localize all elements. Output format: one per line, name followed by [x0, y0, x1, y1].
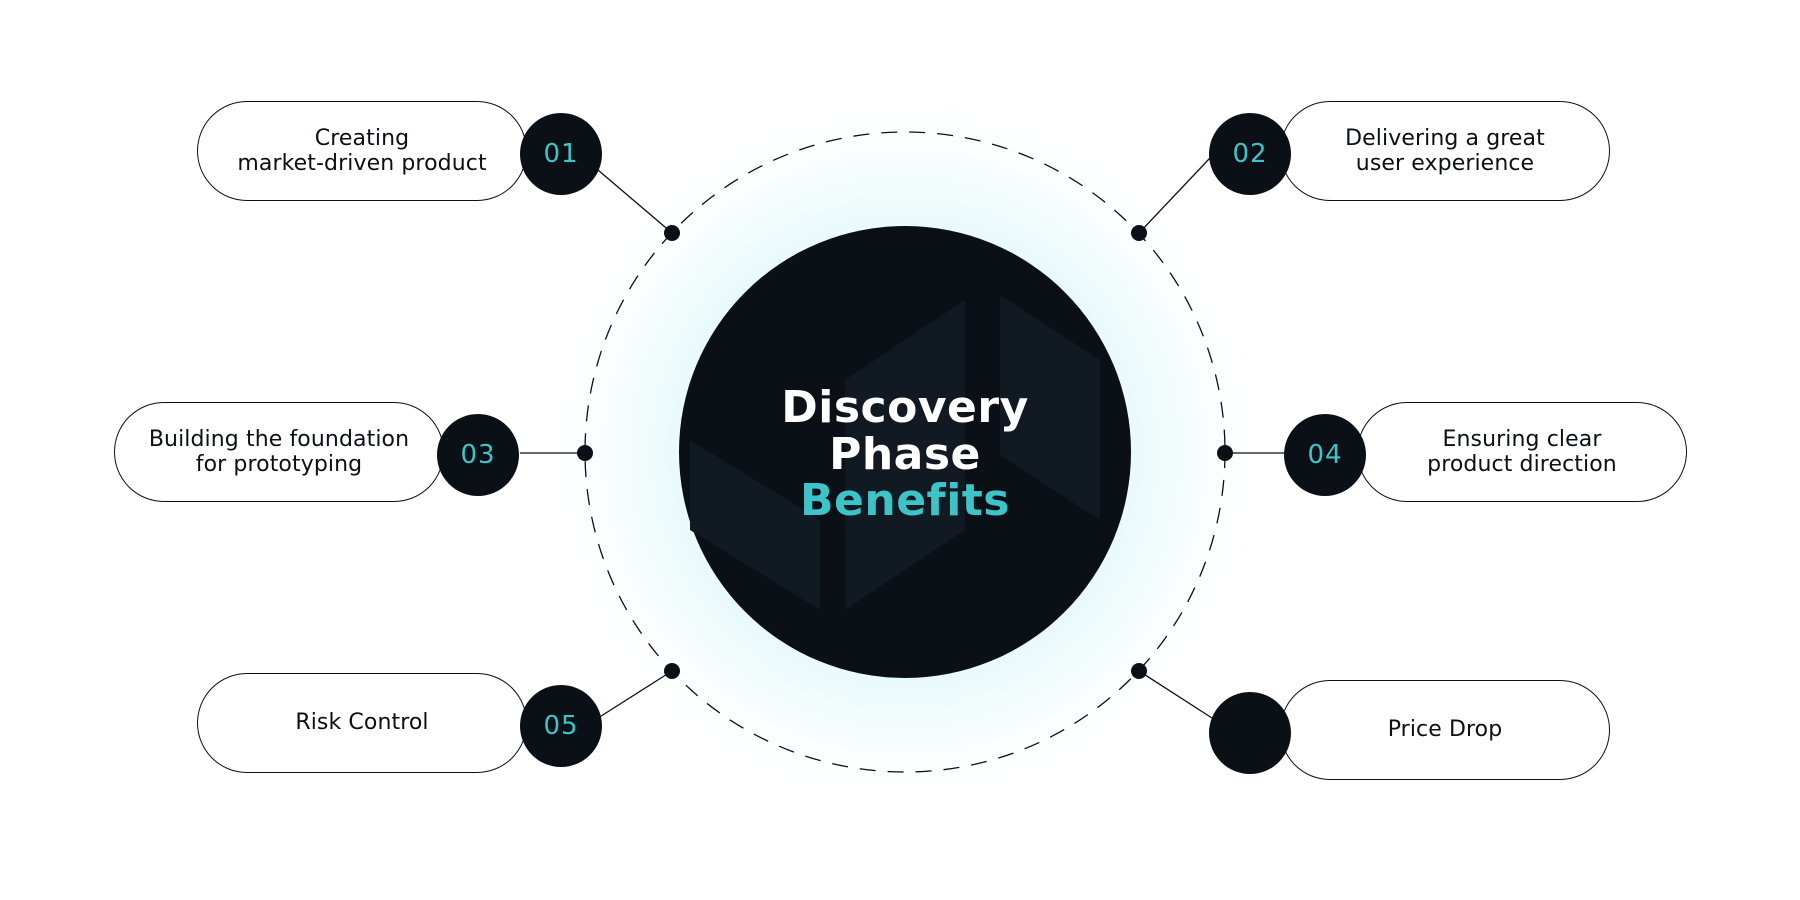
center-title-line3: Benefits [800, 475, 1010, 527]
benefit-number-05: 05 [520, 685, 602, 767]
benefit-01-line1: Creating [314, 125, 410, 151]
benefit-card-06: Price Drop [1280, 680, 1610, 780]
center-title-line1: Discovery [781, 382, 1029, 433]
connector-dot-05 [664, 663, 680, 679]
benefit-number-06 [1209, 692, 1291, 774]
benefit-06-line1: Price Drop [1387, 717, 1503, 743]
connector-06 [1138, 670, 1213, 719]
benefit-number-04: 04 [1284, 414, 1366, 496]
connector-dot-03 [577, 445, 593, 461]
benefit-04-line1: Ensuring clear [1442, 426, 1602, 452]
benefit-04-line2: product direction [1427, 452, 1617, 477]
benefit-03-line2: for prototyping [195, 452, 363, 477]
connector-05 [597, 670, 673, 719]
benefit-01-line2: market-driven product [237, 151, 487, 176]
benefit-card-01: Creating market-driven product [197, 101, 527, 201]
benefit-card-04: Ensuring clear product direction [1357, 402, 1687, 502]
connector-dot-04 [1217, 445, 1233, 461]
center-title-line2: Phase [829, 428, 981, 480]
connector-dot-06 [1131, 663, 1147, 679]
benefit-number-01: 01 [520, 113, 602, 195]
center-title: Discovery Phase Benefits [680, 382, 1130, 527]
benefit-card-05: Risk Control [197, 673, 527, 773]
benefit-05-line1: Risk Control [295, 710, 429, 736]
benefit-02-line1: Delivering a great [1345, 125, 1545, 151]
connector-02 [1138, 157, 1211, 234]
benefit-card-02: Delivering a great user experience [1280, 101, 1610, 201]
benefit-02-line2: user experience [1355, 151, 1535, 176]
connector-dot-02 [1131, 225, 1147, 241]
benefit-03-line1: Building the foundation [148, 426, 410, 452]
benefit-card-03: Building the foundation for prototyping [114, 402, 444, 502]
benefit-number-02: 02 [1209, 113, 1291, 195]
connector-01 [597, 169, 673, 234]
connector-dot-01 [664, 225, 680, 241]
center-decoration [690, 295, 1100, 610]
benefit-number-03: 03 [437, 414, 519, 496]
